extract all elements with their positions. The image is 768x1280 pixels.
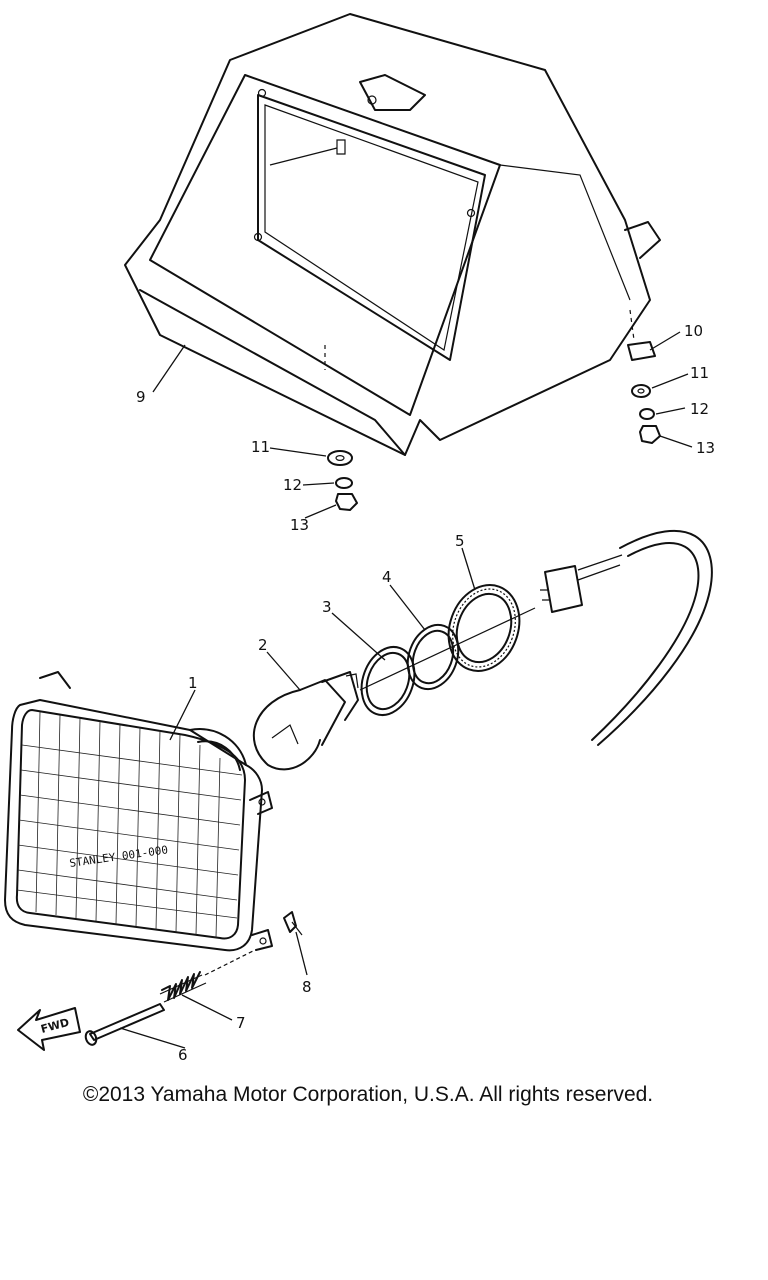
copyright-notice: ©2013 Yamaha Motor Corporation, U.S.A. A… — [82, 1083, 654, 1106]
callout-12-left: 12 — [283, 476, 302, 494]
ring-4 — [406, 623, 460, 691]
callout-13-left: 13 — [290, 516, 309, 534]
callout-7: 7 — [236, 1014, 246, 1032]
callout-13-right: 13 — [696, 439, 715, 457]
forward-arrow: FWD — [17, 1007, 81, 1051]
wiring-harness — [540, 529, 713, 746]
socket-seal — [447, 584, 521, 672]
washer-left — [327, 450, 353, 466]
lens-grid — [16, 711, 243, 939]
callout-4: 4 — [382, 568, 392, 586]
callouts: 1 2 3 4 5 6 7 8 9 10 11 12 13 11 12 13 — [136, 322, 715, 1064]
lock-washer-left — [335, 477, 353, 489]
lens-text: STANLEY 001-000 — [69, 843, 169, 870]
callout-11-left: 11 — [251, 438, 270, 456]
ring-3 — [360, 646, 416, 716]
callout-8: 8 — [302, 978, 312, 996]
bulb — [252, 671, 359, 771]
nut-left — [335, 493, 358, 511]
forward-arrow-label: FWD — [39, 1016, 70, 1036]
callout-11-right: 11 — [690, 364, 709, 382]
leader-lines — [119, 331, 693, 1049]
lock-washer-right — [639, 408, 655, 420]
adjuster-clip — [283, 911, 303, 936]
bracket — [627, 341, 656, 361]
callout-12-right: 12 — [690, 400, 709, 418]
callout-6: 6 — [178, 1046, 188, 1064]
headlight-housing — [124, 13, 661, 456]
callout-2: 2 — [258, 636, 268, 654]
exploded-parts-diagram: STANLEY 001-000 FWD — [4, 13, 715, 1064]
washer-right — [631, 384, 651, 398]
callout-10: 10 — [684, 322, 703, 340]
bolt — [84, 1003, 165, 1046]
callout-3: 3 — [322, 598, 332, 616]
headlight-unit: STANLEY 001-000 — [4, 671, 273, 952]
nut-right — [639, 425, 661, 444]
spring — [159, 949, 256, 1003]
callout-9: 9 — [136, 388, 146, 406]
callout-5: 5 — [455, 532, 465, 550]
callout-1: 1 — [188, 674, 198, 692]
